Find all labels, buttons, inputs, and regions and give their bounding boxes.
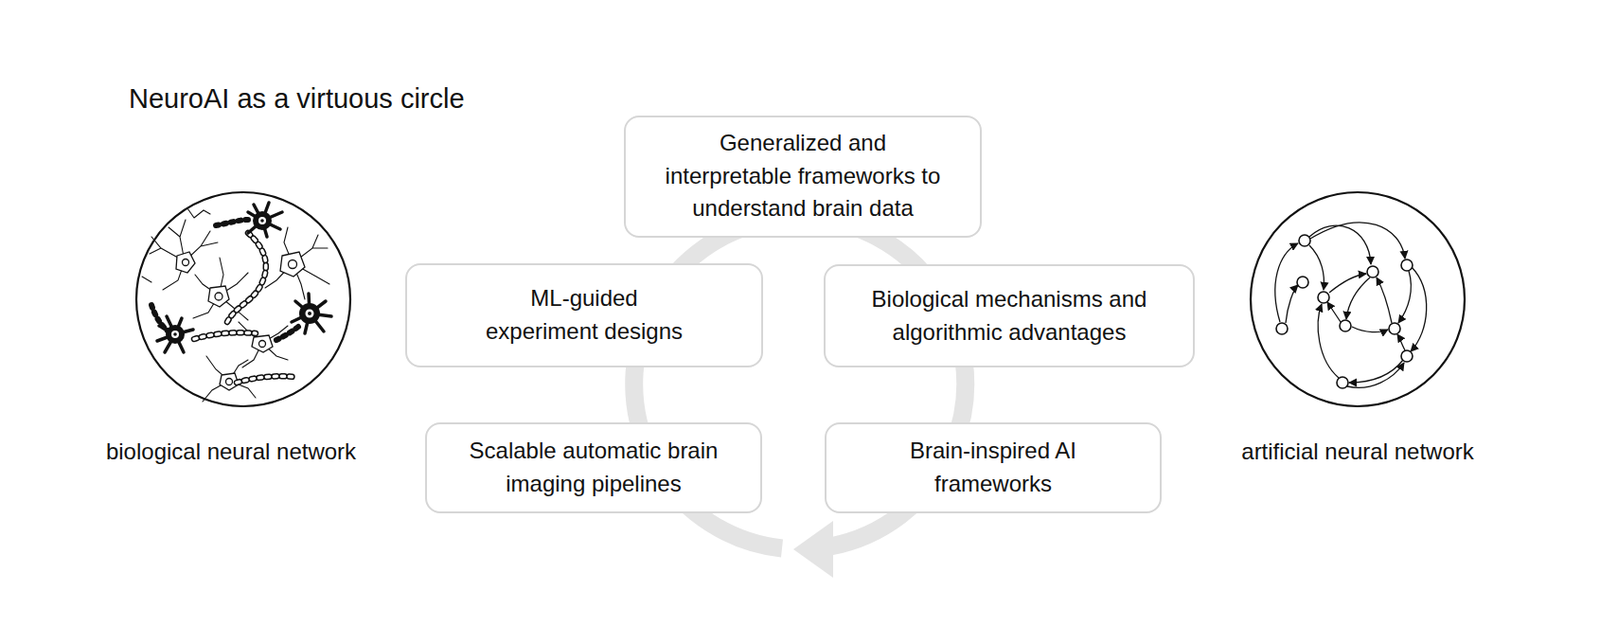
network-label: artificial neural network [1241,438,1474,465]
process-box: Generalized and interpretable frameworks… [623,115,982,238]
network-label: biological neural network [106,438,356,465]
text-stack: ML-guided experiment designs [480,282,689,349]
text-stack: Generalized and interpretable frameworks… [660,126,945,226]
text-stack: Scalable automatic brain imaging pipelin… [456,434,731,501]
process-box: Brain-inspired AI frameworks [824,422,1162,514]
process-box: ML-guided experiment designs [405,263,764,368]
text-stack: Brain-inspired AI frameworks [898,434,1088,501]
box-label: Scalable automatic brain imaging pipelin… [456,434,731,501]
box-label: Generalized and interpretable frameworks… [660,126,945,226]
text-stack: Biological mechanisms and algorithmic ad… [862,283,1156,350]
process-box: Scalable automatic brain imaging pipelin… [425,422,763,514]
box-label: ML-guided experiment designs [480,282,689,349]
box-label: Biological mechanisms and algorithmic ad… [862,283,1156,350]
diagram-title: NeuroAI as a virtuous circle [128,83,465,115]
artificial-network-icon [1250,192,1465,407]
biological-network-icon [136,192,351,407]
box-label: Brain-inspired AI frameworks [898,434,1088,501]
process-box: Biological mechanisms and algorithmic ad… [823,264,1195,368]
